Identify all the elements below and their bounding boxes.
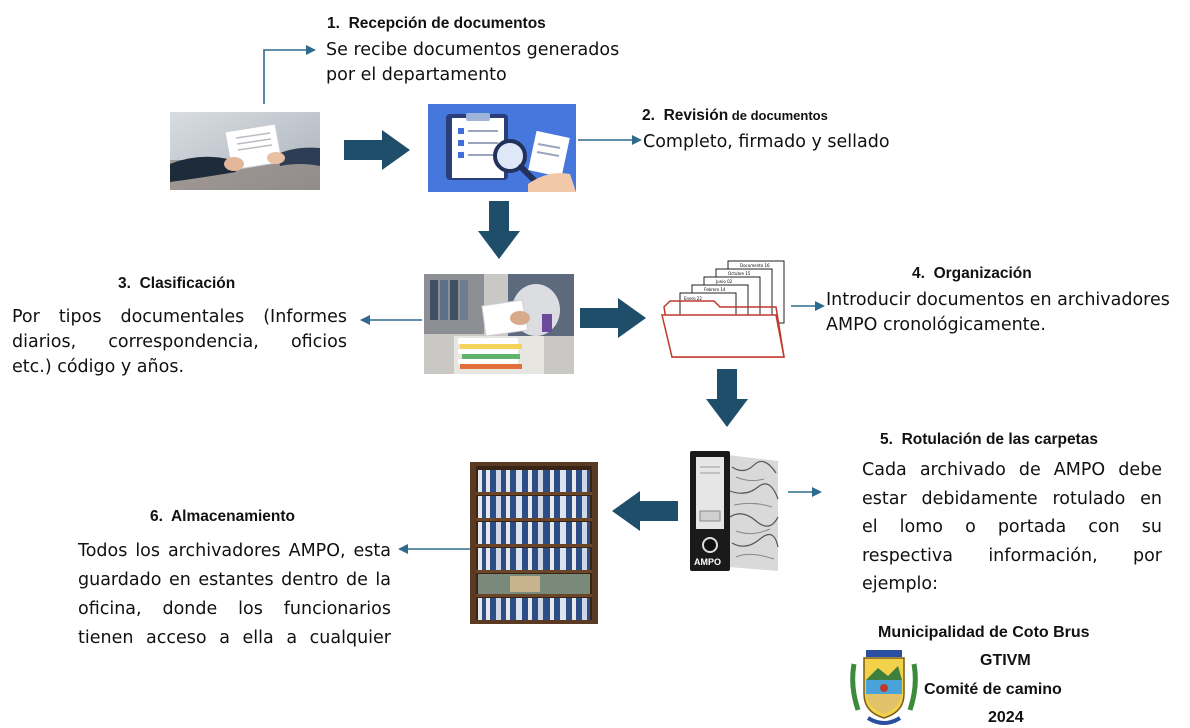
folder-tab-label: Enero 22	[684, 296, 702, 301]
step2-title-rest: de documentos	[728, 108, 828, 123]
step3-description: Por tipos documentales (Informes diarios…	[12, 305, 347, 380]
step2-number: 2.	[642, 107, 655, 124]
step3-line: diarios, correspondencia, oficios	[12, 332, 347, 352]
connector-to-step4	[791, 300, 825, 312]
step2-title-main: Revisión	[663, 107, 729, 124]
step5-description: Cada archivado de AMPO debe estar debida…	[862, 456, 1162, 599]
flow-arrow-down-2	[706, 369, 748, 427]
connector-to-step5	[788, 486, 822, 498]
step6-title-text: Almacenamiento	[170, 508, 296, 525]
step5-number: 5.	[880, 431, 893, 448]
classification-image	[424, 274, 574, 374]
connector-to-step6	[398, 543, 470, 555]
step5-title: 5. Rotulación de las carpetas	[880, 431, 1098, 449]
step4-line: AMPO cronológicamente.	[826, 315, 1046, 335]
step5-line: estar debidamente rotulado en	[862, 488, 1162, 509]
label-example-line-4: 2024	[988, 709, 1024, 726]
binder-brand-label: AMPO	[694, 557, 721, 567]
connector-to-step3	[360, 314, 422, 326]
step1-number: 1.	[327, 15, 340, 32]
folder-tab-label: Octubre 15	[728, 271, 751, 276]
connector-to-step1	[258, 38, 318, 104]
step1-description: Se recibe documentos generados por el de…	[326, 38, 619, 88]
step3-title: 3. Clasificación	[118, 275, 235, 293]
document-handover-image	[170, 112, 320, 190]
step6-line: Todos los archivadores AMPO, esta	[78, 541, 391, 561]
step6-description: Todos los archivadores AMPO, esta guarda…	[78, 537, 391, 653]
step1-line: Se recibe documentos generados	[326, 40, 620, 60]
step3-number: 3.	[118, 275, 131, 292]
step3-line: etc.) código y años.	[12, 357, 185, 377]
step6-title: 6. Almacenamiento	[150, 508, 295, 526]
flow-arrow-right-1	[344, 130, 410, 170]
step2-description: Completo, firmado y sellado	[643, 130, 890, 155]
folder-tab-label: Febrero 14	[704, 287, 726, 292]
organization-folder-image: Documento 16 Octubre 15 Junio 02 Febrero…	[658, 257, 790, 363]
step5-line: ejemplo:	[862, 574, 939, 594]
step5-line: el lomo o portada con su	[862, 517, 1162, 537]
step6-line: tienen acceso a ella a cualquier	[78, 628, 391, 648]
step6-line: oficina, donde los funcionarios	[78, 599, 391, 619]
step5-title-text: Rotulación de las carpetas	[901, 431, 1098, 448]
step4-title-text: Organización	[933, 265, 1032, 282]
document-review-image	[428, 104, 576, 192]
step4-title: 4. Organización	[912, 265, 1032, 283]
label-example-line-2: GTIVM	[980, 652, 1031, 669]
storage-shelves-image	[470, 462, 598, 624]
step2-line: Completo, firmado y sellado	[643, 132, 890, 152]
step4-number: 4.	[912, 265, 925, 282]
step4-description: Introducir documentos en archivadores AM…	[826, 288, 1170, 338]
step5-line: Cada archivado de AMPO debe	[862, 460, 1162, 480]
step2-title: 2. Revisión de documentos	[642, 107, 828, 125]
flow-arrow-right-2	[580, 298, 646, 338]
step5-line: respectiva información, por	[862, 545, 1162, 566]
step6-line: guardado en estantes dentro de la	[78, 570, 391, 590]
step1-title: 1. Recepción de documentos	[327, 15, 546, 33]
municipal-coat-of-arms-icon	[848, 646, 920, 728]
step3-line: Por tipos documentales (Informes	[12, 307, 347, 327]
step4-line: Introducir documentos en archivadores	[826, 290, 1170, 310]
folder-tab-label: Documento 16	[740, 263, 770, 268]
flow-arrow-left-1	[612, 491, 678, 531]
label-example-line-1: Municipalidad de Coto Brus	[878, 624, 1090, 641]
label-example-line-3: Comité de camino	[924, 681, 1062, 698]
flow-arrow-down-1	[478, 201, 520, 259]
ampo-binder-image: AMPO	[684, 447, 782, 575]
step1-line: por el departamento	[326, 65, 507, 85]
folder-tab-label: Junio 02	[715, 279, 733, 284]
connector-to-step2	[578, 134, 642, 146]
step1-title-text: Recepción de documentos	[348, 15, 546, 32]
step3-title-text: Clasificación	[139, 275, 236, 292]
step6-number: 6.	[150, 508, 163, 525]
